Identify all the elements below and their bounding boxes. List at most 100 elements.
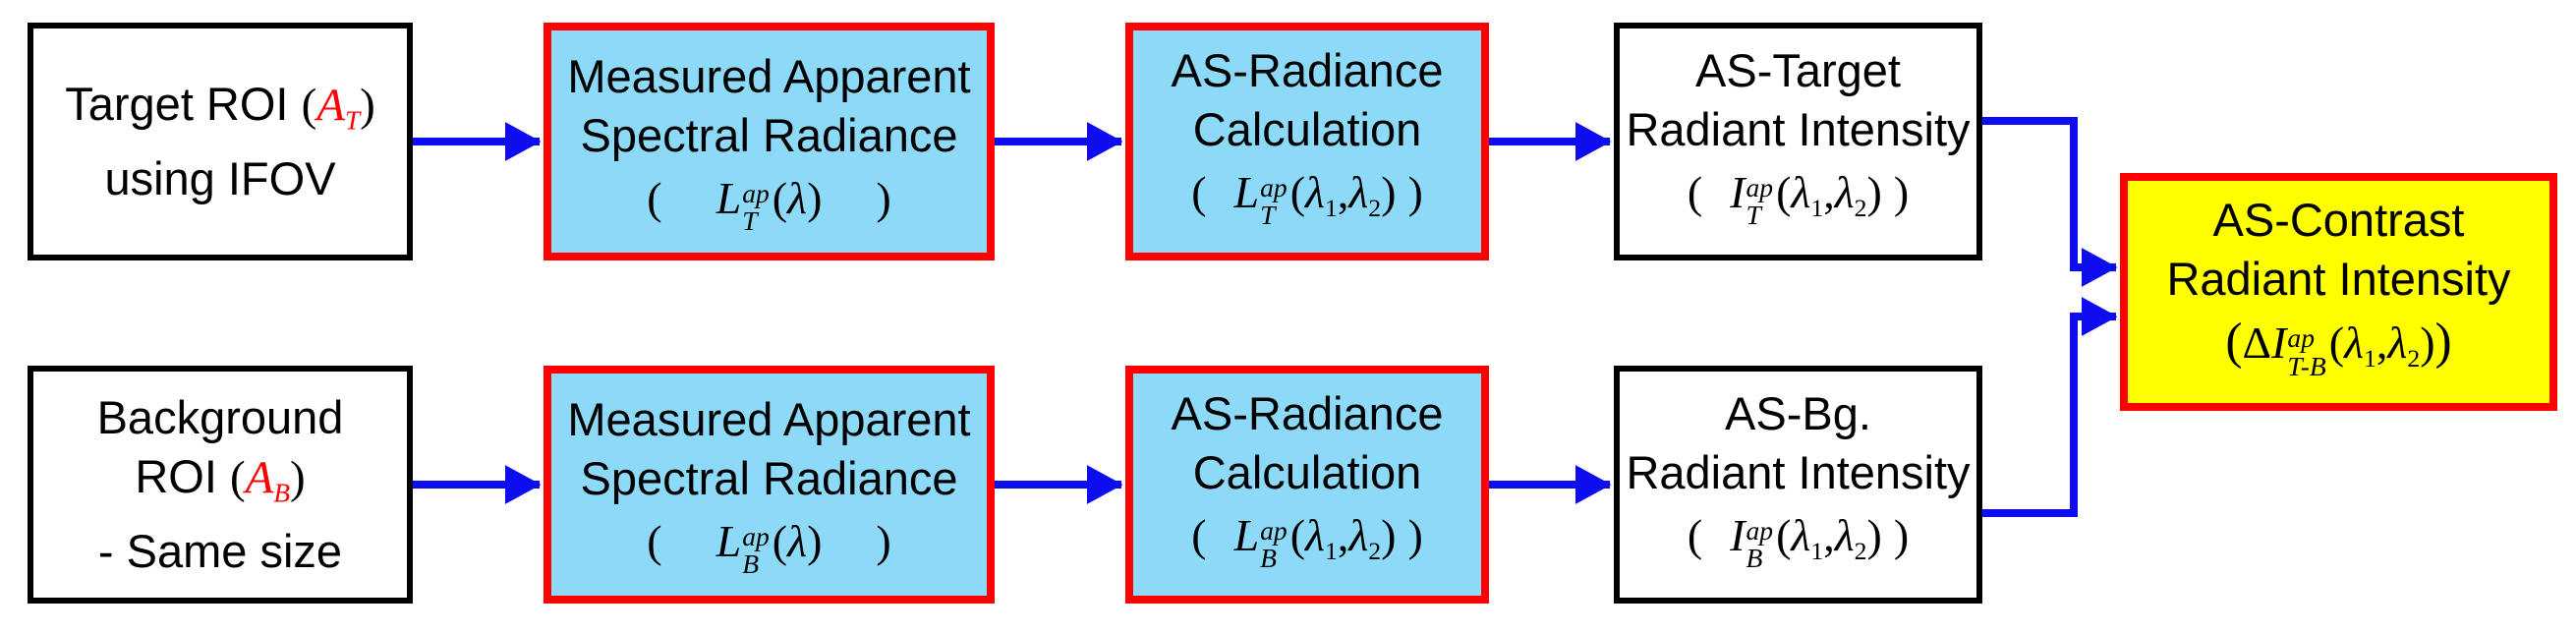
formula-part: ) xyxy=(1407,166,1423,217)
box-line: Background xyxy=(96,390,344,443)
box-text: Target ROI xyxy=(65,77,302,130)
formula-part: λ xyxy=(2387,317,2408,369)
formula-part: ) xyxy=(1866,509,1882,560)
formula-part: ap xyxy=(1260,514,1288,546)
formula-part: ) xyxy=(807,516,823,567)
formula-part: ( xyxy=(1776,166,1792,217)
formula-part: ) xyxy=(1893,166,1910,217)
formula-part: λ xyxy=(1305,509,1325,560)
box-line: Calculation xyxy=(1192,102,1422,155)
paren: ( xyxy=(301,79,317,131)
box-background-roi: Background ROI (AB) - Same size xyxy=(28,366,413,604)
formula-part: ) xyxy=(1381,166,1397,217)
formula-part: 2 xyxy=(1368,194,1382,222)
formula-part: 1 xyxy=(1324,537,1338,565)
formula-part: B xyxy=(1260,543,1277,574)
arrow-asbg-to-ascontrast xyxy=(1982,297,2118,517)
formula-part: ) xyxy=(2434,314,2452,371)
formula-part: ) xyxy=(1407,509,1423,560)
roi-symbol: AB xyxy=(246,450,290,508)
box-line: using IFOV xyxy=(104,152,336,205)
formula-part: ) xyxy=(876,173,891,224)
box-line: AS-Bg. xyxy=(1725,386,1871,439)
box-line: AS-Radiance xyxy=(1171,386,1444,439)
box-line: Calculation xyxy=(1192,445,1422,498)
formula-part: λ xyxy=(1348,166,1369,217)
box-target-roi: Target ROI (AT) using IFOV xyxy=(28,23,413,260)
box-line: AS-Target xyxy=(1695,43,1901,96)
formula-part: λ xyxy=(1834,509,1855,560)
formula-part: ( xyxy=(772,516,788,567)
formula-part: ) xyxy=(876,516,891,567)
formula-part: 2 xyxy=(1854,537,1867,565)
formula-part: T xyxy=(1746,200,1761,231)
formula-part: λ xyxy=(1791,509,1811,560)
formula-part: λ xyxy=(1791,166,1811,217)
arrow-astarget-to-ascontrast xyxy=(1982,117,2118,287)
box-line: Radiant Intensity xyxy=(1626,102,1971,155)
formula-part: I xyxy=(1730,509,1746,560)
formula-part: λ xyxy=(1305,166,1325,217)
formula-part: Δ xyxy=(2242,317,2272,369)
formula-part: T xyxy=(1260,200,1276,231)
formula-part: ( xyxy=(647,516,662,567)
formula-part: B xyxy=(1746,543,1763,574)
formula-part: 1 xyxy=(2364,344,2376,374)
formula-part: L xyxy=(1233,509,1260,560)
box-line: Measured Apparent xyxy=(567,50,971,103)
formula-part: λ xyxy=(787,173,808,224)
formula-part: λ xyxy=(2344,317,2364,369)
box-text: ROI xyxy=(135,449,230,502)
symbol-sub: B xyxy=(273,478,290,508)
formula-part: ( xyxy=(1191,509,1207,560)
formula-part: B xyxy=(742,548,760,580)
formula-part: L xyxy=(716,173,742,224)
formula-part: 2 xyxy=(2407,344,2421,374)
formula-part: ( xyxy=(647,173,662,224)
formula-part: ( xyxy=(2225,314,2243,371)
paren: ( xyxy=(229,451,246,503)
formula-part: ( xyxy=(1191,166,1207,217)
formula-part: I xyxy=(1730,166,1746,217)
formula-part: 1 xyxy=(1810,194,1824,222)
box-line: Radiant Intensity xyxy=(2166,253,2511,306)
formula-part: ap xyxy=(2287,322,2315,354)
formula-part: , xyxy=(2376,317,2388,369)
formula-part: ) xyxy=(1381,509,1397,560)
formula-part: ap xyxy=(1260,171,1288,202)
formula-part: 1 xyxy=(1810,537,1824,565)
formula-part: L xyxy=(716,516,742,567)
formula-part: , xyxy=(1823,509,1835,560)
formula-part: ) xyxy=(1866,166,1882,217)
formula-part: , xyxy=(1823,166,1835,217)
paren: ) xyxy=(290,451,306,503)
formula-part: ) xyxy=(807,173,823,224)
box-line: Spectral Radiance xyxy=(580,109,958,162)
formula-part: L xyxy=(1233,166,1260,217)
formula-part: ( xyxy=(772,173,788,224)
formula-part: ( xyxy=(2328,317,2345,369)
box-line: Radiant Intensity xyxy=(1626,445,1971,498)
formula-part: ( xyxy=(1289,166,1306,217)
formula-part: ap xyxy=(1746,171,1774,202)
formula-part: λ xyxy=(1348,509,1369,560)
formula-part: ap xyxy=(742,521,770,552)
box-line: AS-Radiance xyxy=(1171,43,1444,96)
box-line: Spectral Radiance xyxy=(580,452,958,505)
formula-part: ( xyxy=(1687,509,1703,560)
symbol-base: A xyxy=(316,79,345,131)
formula-part: λ xyxy=(1834,166,1855,217)
